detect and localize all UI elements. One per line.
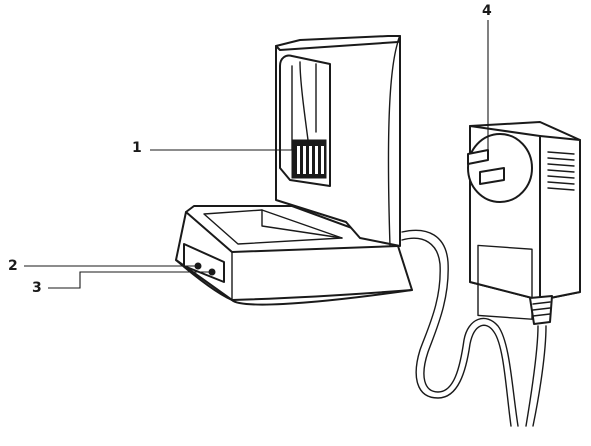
callout-2: 2 [8, 258, 196, 274]
power-cord [401, 229, 547, 427]
callout-3: 3 [32, 271, 212, 296]
vent-slots [547, 151, 575, 191]
strain-relief [529, 295, 553, 325]
plug-prongs [467, 149, 505, 185]
battery-contacts [291, 139, 327, 179]
charging-dock [175, 35, 413, 306]
power-adapter [467, 121, 581, 325]
callout-1: 1 [132, 140, 294, 156]
callout-4: 4 [482, 3, 492, 158]
callout-label-2: 2 [8, 258, 18, 274]
leader-line-3 [48, 271, 212, 289]
callout-label-1: 1 [132, 140, 142, 156]
callout-label-4: 4 [482, 3, 492, 19]
callout-label-3: 3 [32, 280, 42, 296]
